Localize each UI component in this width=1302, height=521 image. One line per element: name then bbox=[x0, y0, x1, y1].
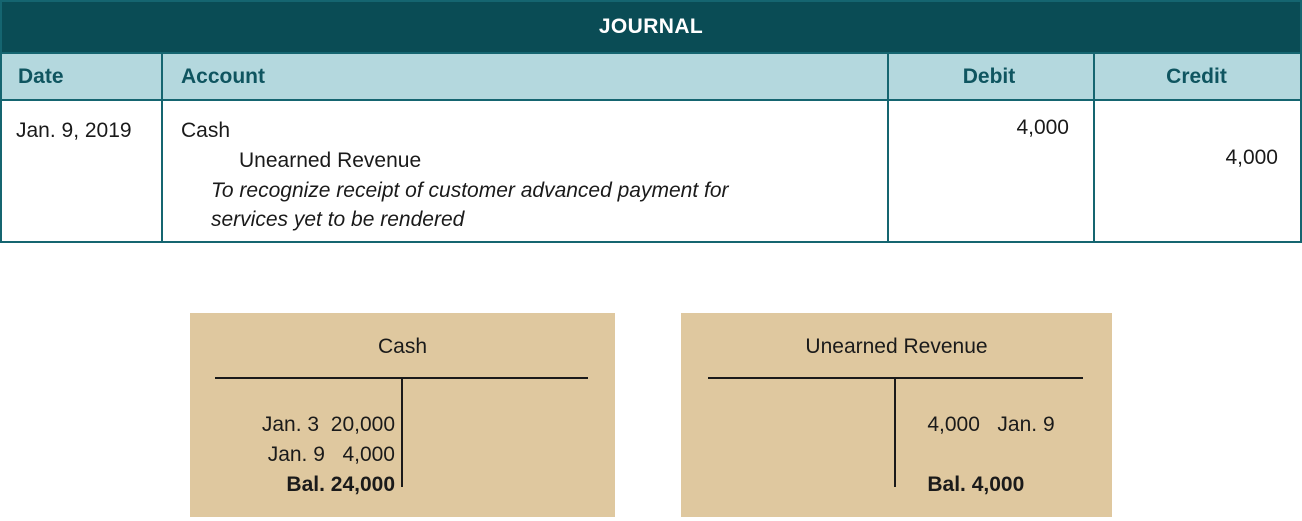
row-label: Jan. 9 bbox=[997, 413, 1055, 436]
entry-date: Jan. 9, 2019 bbox=[16, 119, 132, 142]
row-amount: 20,000 bbox=[330, 413, 395, 436]
entry-debit-account: Cash bbox=[181, 119, 231, 142]
t-account-unearned-revenue-credit-row-1: 4,000 Jan. 9 bbox=[904, 389, 1094, 461]
t-account-cash: Cash Jan. 3 20,000 Jan. 9 4,000 Bal. 24,… bbox=[190, 313, 615, 517]
row-label: Jan. 9 bbox=[267, 443, 325, 466]
journal-title: JOURNAL bbox=[2, 2, 1300, 52]
entry-debit-amount: 4,000 bbox=[1016, 116, 1069, 139]
t-account-unearned-revenue: Unearned Revenue 4,000 Jan. 9 Bal. 4,000 bbox=[681, 313, 1112, 517]
row-label: Bal. bbox=[286, 473, 325, 496]
entry-description-line1: To recognize receipt of customer advance… bbox=[211, 179, 729, 202]
column-header-account: Account bbox=[181, 64, 265, 88]
column-divider-account-debit bbox=[887, 52, 889, 241]
t-account-cash-debit-row-1: Jan. 3 20,000 bbox=[215, 389, 395, 461]
entry-description-line2: services yet to be rendered bbox=[211, 208, 465, 231]
row-label: Bal. bbox=[927, 473, 966, 496]
column-header-debit: Debit bbox=[962, 64, 1016, 88]
journal-header-row: Date Account Debit Credit bbox=[2, 52, 1300, 101]
entry-credit-amount: 4,000 bbox=[1225, 146, 1278, 169]
t-account-cash-center-line bbox=[401, 377, 403, 487]
row-amount: 24,000 bbox=[330, 473, 395, 496]
t-account-unearned-revenue-title: Unearned Revenue bbox=[805, 335, 988, 358]
column-header-date: Date bbox=[18, 64, 64, 88]
column-header-credit: Credit bbox=[1166, 64, 1227, 88]
entry-credit-account: Unearned Revenue bbox=[239, 149, 422, 172]
t-account-cash-title: Cash bbox=[377, 335, 428, 358]
entry-description: To recognize receipt of customer advance… bbox=[211, 176, 871, 234]
journal-entry-row: Jan. 9, 2019 Cash Unearned Revenue To re… bbox=[2, 101, 1300, 243]
t-account-unearned-revenue-balance: Bal. 4,000 bbox=[904, 449, 1094, 521]
journal-table: JOURNAL Date Account Debit Credit Jan. 9… bbox=[0, 0, 1302, 243]
column-divider-debit-credit bbox=[1093, 52, 1095, 241]
row-amount: 4,000 bbox=[971, 473, 1025, 496]
row-amount: 4,000 bbox=[927, 413, 980, 436]
t-account-cash-balance: Bal. 24,000 bbox=[215, 449, 395, 521]
row-label: Jan. 3 bbox=[261, 413, 320, 436]
column-divider-date-account bbox=[161, 52, 163, 241]
row-amount: 4,000 bbox=[342, 443, 395, 466]
t-account-unearned-revenue-center-line bbox=[894, 377, 896, 487]
t-account-cash-debit-row-2: Jan. 9 4,000 bbox=[215, 419, 395, 491]
